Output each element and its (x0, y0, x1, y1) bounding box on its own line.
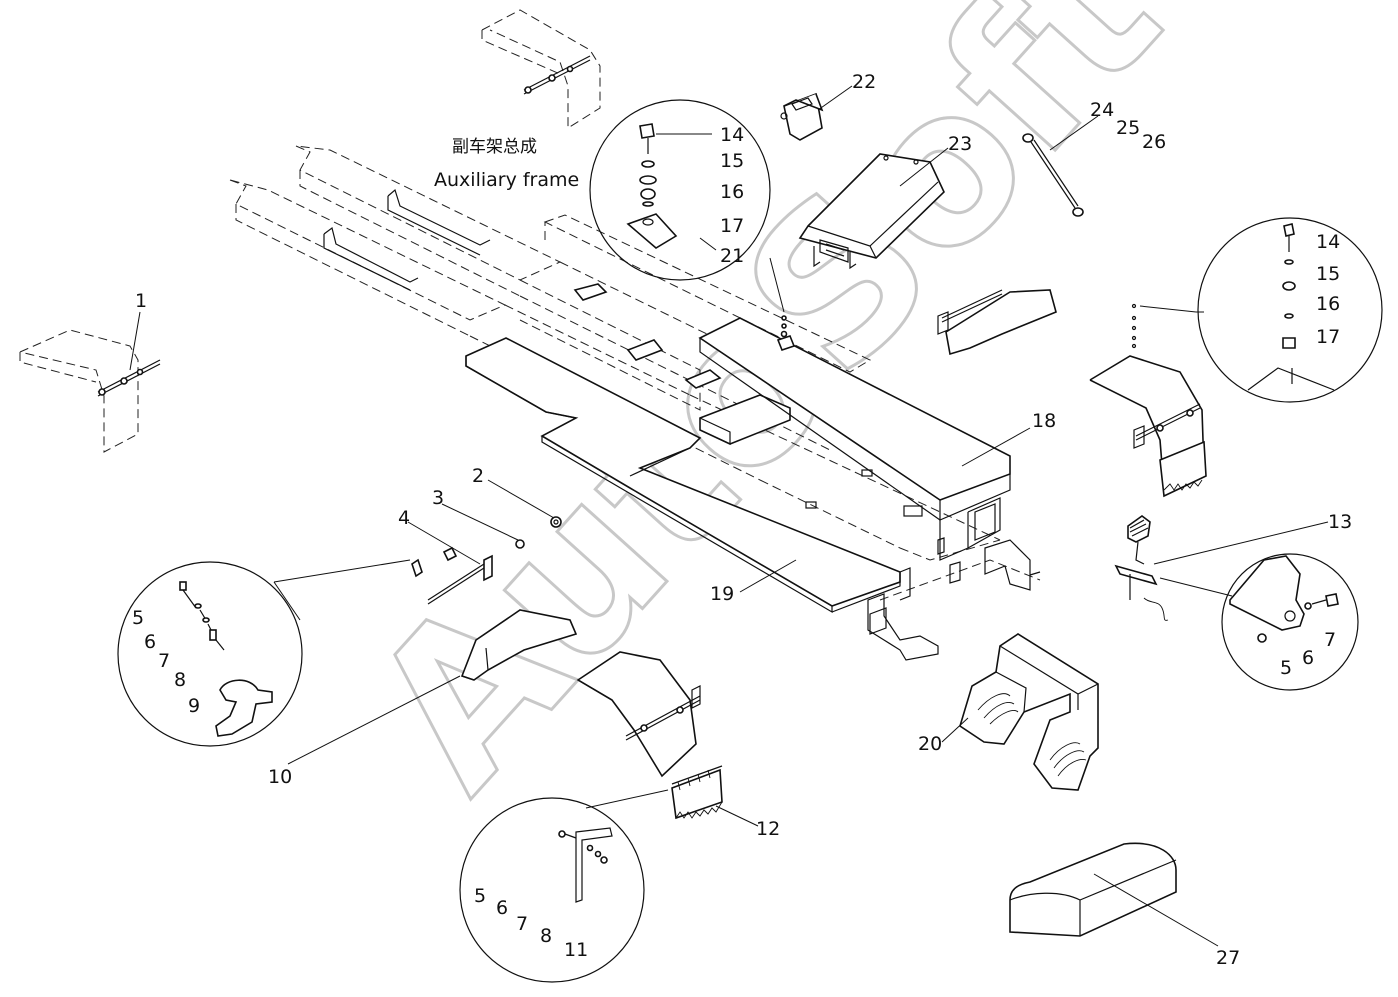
bolt-assembly-2-3-4 (411, 516, 562, 605)
detail-bottom-label-8: 8 (540, 925, 552, 947)
label-1: 1 (135, 290, 147, 312)
part-13-light-cable (1114, 515, 1169, 621)
detail-right-label-17: 17 (1316, 326, 1340, 348)
detail-top-label-14: 14 (720, 124, 744, 146)
detail-circle-mid-right (1159, 553, 1359, 691)
detail-top-labels: 14 15 16 17 21 (720, 124, 744, 267)
label-10: 10 (268, 766, 292, 788)
label-22: 22 (852, 71, 876, 93)
title-labels: 副车架总成 Auxiliary frame (434, 137, 579, 191)
detail-top-label-16: 16 (720, 181, 744, 203)
detail-right-labels: 14 15 16 17 (1316, 231, 1340, 348)
platform-19 (465, 337, 939, 661)
label-3: 3 (432, 487, 444, 509)
label-4: 4 (398, 507, 410, 529)
fastener-stacks (776, 303, 1137, 351)
label-2: 2 (472, 465, 484, 487)
detail-left-label-8: 8 (174, 669, 186, 691)
title-chinese: 副车架总成 (452, 137, 537, 157)
detail-top-label-17: 17 (720, 215, 744, 237)
label-20: 20 (918, 733, 942, 755)
detail-mid-right-label-5: 5 (1280, 657, 1292, 679)
detail-circle-bottom (459, 789, 669, 983)
label-12: 12 (756, 818, 780, 840)
detail-left-label-6: 6 (144, 631, 156, 653)
detail-left-label-9: 9 (188, 695, 200, 717)
title-english: Auxiliary frame (434, 169, 579, 191)
detail-bottom-label-5: 5 (474, 885, 486, 907)
detail-bottom-label-11: 11 (564, 939, 588, 961)
top-mudguard-sketch (481, 9, 601, 129)
label-19: 19 (710, 583, 734, 605)
right-mudguard-flap (1089, 355, 1207, 498)
detail-right-label-15: 15 (1316, 263, 1340, 285)
detail-mid-right-labels: 5 6 7 (1280, 629, 1336, 679)
part-1-mudguard-bolt (19, 329, 161, 453)
detail-right-label-14: 14 (1316, 231, 1340, 253)
label-27: 27 (1216, 947, 1240, 969)
part-27-pad (1009, 842, 1177, 937)
detail-circle-left (117, 559, 411, 747)
part-20-support (959, 633, 1099, 791)
platform-18 (698, 317, 1041, 591)
detail-right-label-16: 16 (1316, 293, 1340, 315)
detail-top-label-21: 21 (720, 245, 744, 267)
label-18: 18 (1032, 410, 1056, 432)
label-23: 23 (948, 133, 972, 155)
detail-bottom-labels: 5 6 7 8 11 (474, 885, 588, 961)
detail-top-label-15: 15 (720, 150, 744, 172)
lower-left-mudguards (460, 609, 701, 778)
detail-circle-top (589, 99, 771, 281)
label-13: 13 (1328, 511, 1352, 533)
part-12-flap (671, 765, 723, 820)
part-24-rod (1022, 133, 1084, 217)
part-22-box (780, 92, 824, 141)
detail-left-label-7: 7 (158, 650, 170, 672)
part-number-labels: 1 2 3 4 10 12 13 18 19 20 22 23 24 25 26… (135, 71, 1352, 969)
detail-mid-right-label-7: 7 (1324, 629, 1336, 651)
leader-lines (129, 85, 1329, 947)
detail-left-label-5: 5 (132, 607, 144, 629)
label-24: 24 (1090, 99, 1114, 121)
auxiliary-frame-outline (229, 145, 1041, 601)
label-26: 26 (1142, 131, 1166, 153)
detail-mid-right-label-6: 6 (1302, 647, 1314, 669)
detail-left-labels: 5 6 7 8 9 (132, 607, 200, 717)
detail-bottom-label-6: 6 (496, 897, 508, 919)
detail-bottom-label-7: 7 (516, 913, 528, 935)
detail-circle-right (1139, 217, 1383, 403)
label-25: 25 (1116, 117, 1140, 139)
upper-right-mudguard (937, 289, 1057, 356)
